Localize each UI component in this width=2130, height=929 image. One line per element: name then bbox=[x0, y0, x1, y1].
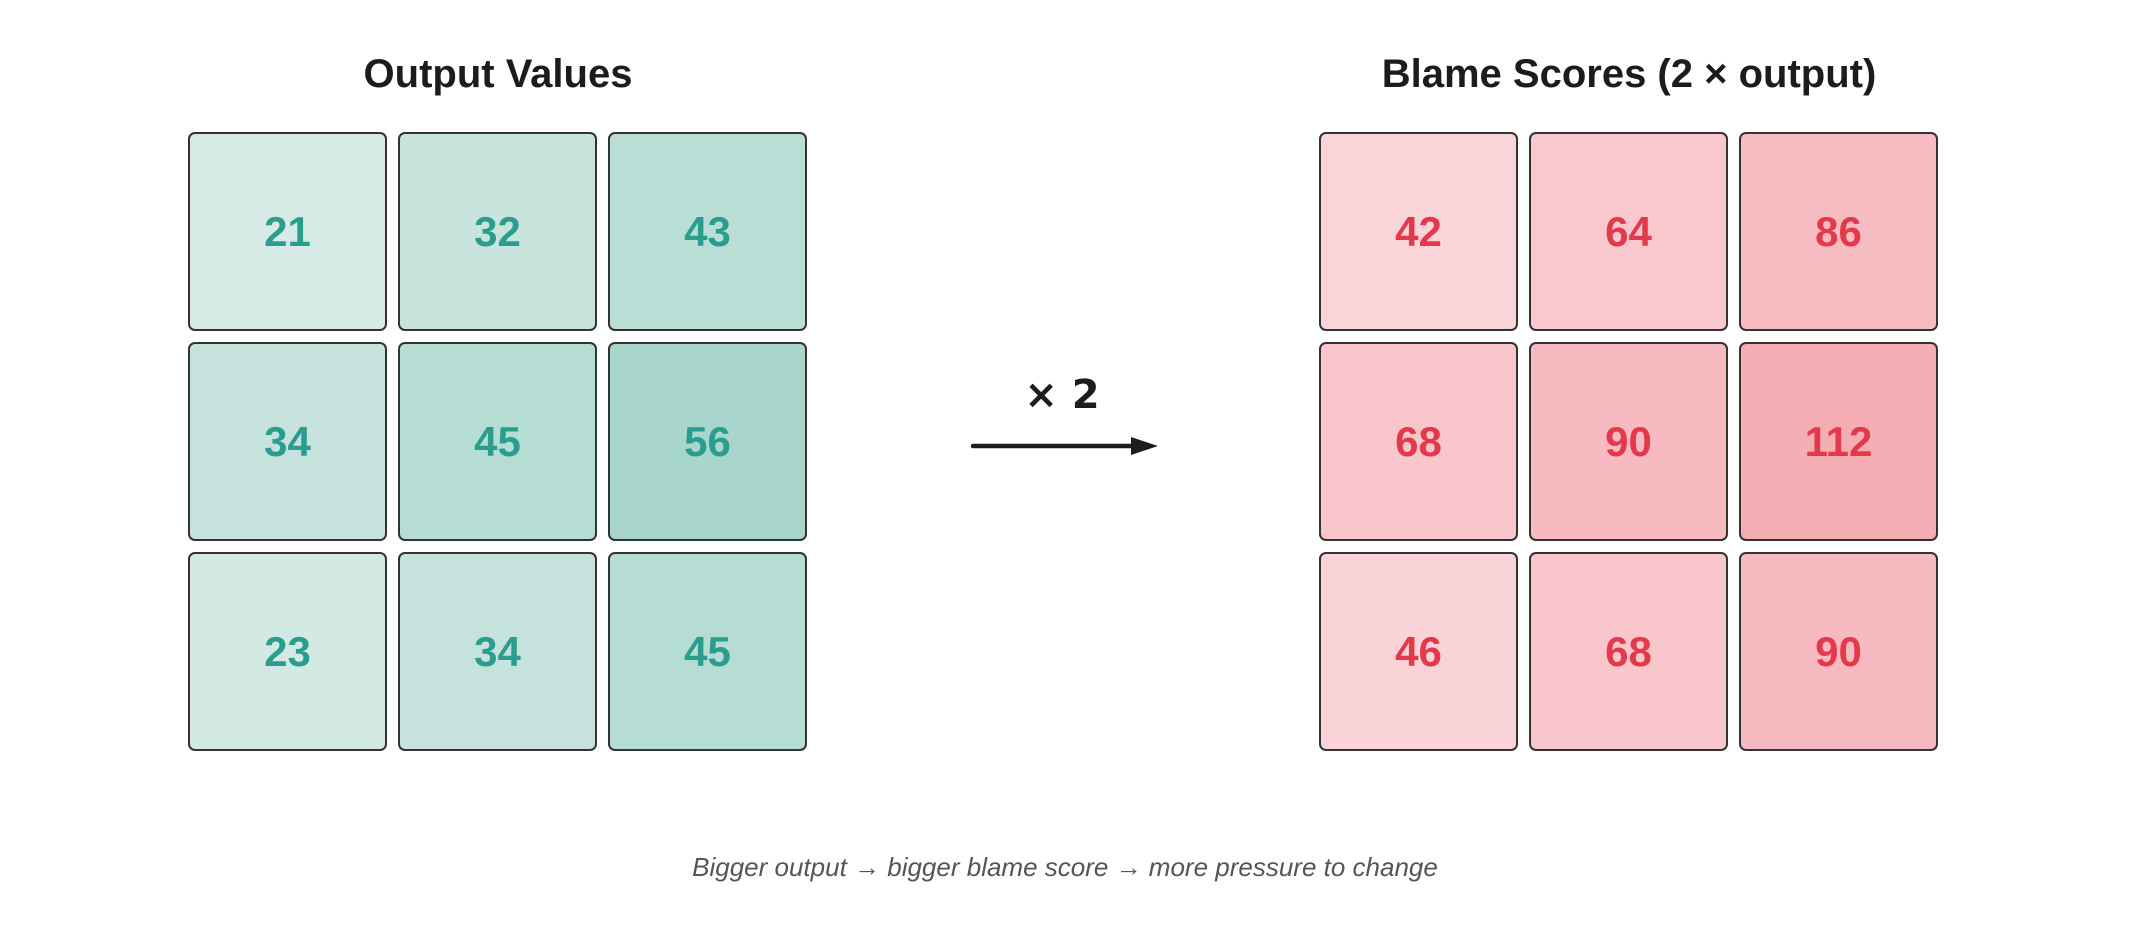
matrix-cell: 21 bbox=[188, 132, 387, 331]
matrix-cell: 68 bbox=[1529, 552, 1728, 751]
matrix-cell: 46 bbox=[1319, 552, 1518, 751]
diagram-caption: Bigger output → bigger blame score → mor… bbox=[692, 852, 1438, 882]
matrix-cell: 43 bbox=[608, 132, 807, 331]
matrix-cell: 64 bbox=[1529, 132, 1728, 331]
matrix-cell: 86 bbox=[1739, 132, 1938, 331]
left-matrix-title: Output Values bbox=[363, 52, 633, 96]
matrix-cell: 32 bbox=[398, 132, 597, 331]
matrix-cell: 90 bbox=[1529, 342, 1728, 541]
matrix-cell: 42 bbox=[1319, 132, 1518, 331]
matrix-cell: 56 bbox=[608, 342, 807, 541]
matrix-cell: 34 bbox=[398, 552, 597, 751]
matrix-cell: 23 bbox=[188, 552, 387, 751]
matrix-cell: 34 bbox=[188, 342, 387, 541]
matrix-cell: 45 bbox=[608, 552, 807, 751]
right-matrix-title: Blame Scores (2 × output) bbox=[1381, 52, 1877, 96]
matrix-cell: 112 bbox=[1739, 342, 1938, 541]
matrix-cell: 90 bbox=[1739, 552, 1938, 751]
multiply-by-two-label: × 2 bbox=[1024, 372, 1100, 418]
matrix-cell: 45 bbox=[398, 342, 597, 541]
matrix-cell: 68 bbox=[1319, 342, 1518, 541]
right-arrow-icon bbox=[970, 437, 1158, 455]
